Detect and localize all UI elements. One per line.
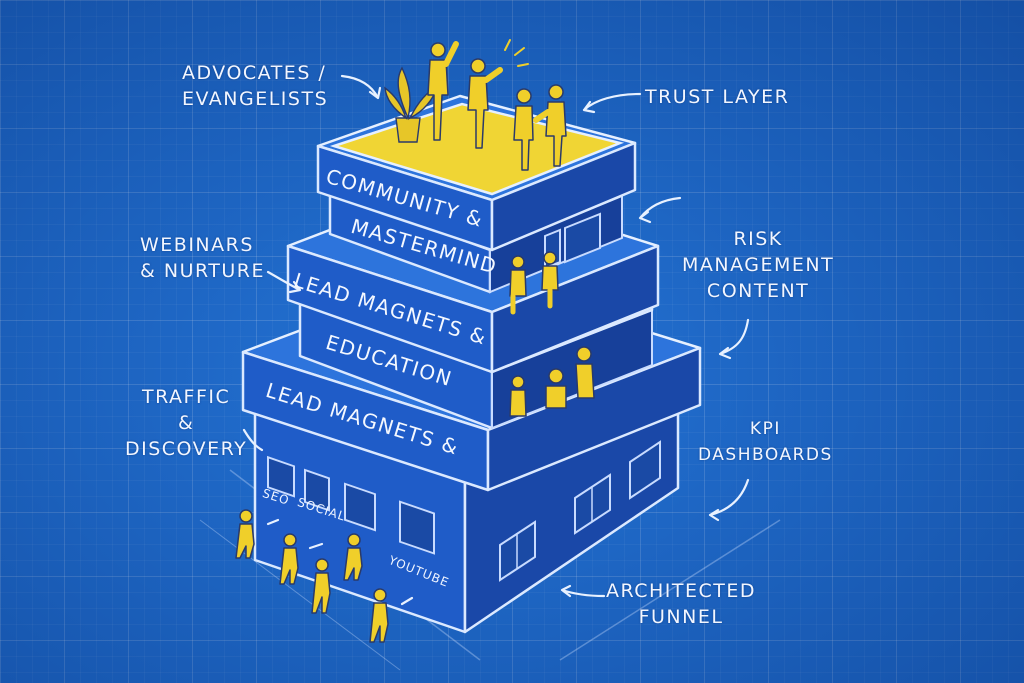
person-figure: [343, 533, 363, 581]
person-figure: [467, 58, 503, 149]
arrow-webinars: [266, 270, 302, 294]
person-figure: [541, 251, 559, 309]
person-figure: [509, 375, 527, 417]
person-figure: [369, 588, 389, 643]
annotation-traffic: TRAFFIC & DISCOVERY: [125, 386, 248, 460]
annotation-funnel: ARCHITECTED FUNNEL: [606, 580, 757, 628]
person-figure: [545, 368, 567, 409]
sparkle-lines: [504, 39, 529, 67]
person-figure: [509, 255, 527, 315]
annotation-trust-layer: TRUST LAYER: [645, 86, 790, 108]
roof-people: [384, 39, 567, 171]
arrow-seo: [266, 518, 280, 526]
person-figure: [513, 88, 534, 171]
annotation-arrows: [242, 74, 750, 606]
person-figure: [427, 41, 459, 141]
walking-people: [235, 509, 389, 643]
person-figure: [311, 558, 331, 614]
person-figure: [279, 533, 299, 585]
annotation-webinars: WEBINARS & NURTURE: [140, 234, 266, 282]
meeting-people-lower: [509, 346, 595, 417]
annotation-risk: RISK MANAGEMENT CONTENT: [682, 228, 835, 302]
arrow-kpi: [708, 478, 750, 522]
meeting-people-upper: [509, 251, 559, 315]
arrow-risk-top: [638, 196, 682, 224]
annotation-advocates: ADVOCATES / EVANGELISTS: [182, 62, 329, 110]
arrow-youtube: [400, 596, 414, 606]
arrow-traffic: [242, 428, 264, 452]
person-figure: [533, 84, 567, 167]
arrow-social: [308, 542, 324, 550]
arrow-advocates: [340, 74, 382, 100]
annotation-kpi: KPI DASHBOARDS: [698, 419, 833, 465]
person-figure: [235, 509, 255, 559]
arrow-funnel: [560, 584, 606, 598]
top-tier-body: [328, 190, 623, 294]
arrow-trust: [582, 92, 642, 114]
person-figure: [575, 346, 595, 399]
arrow-risk-bottom: [718, 318, 750, 360]
